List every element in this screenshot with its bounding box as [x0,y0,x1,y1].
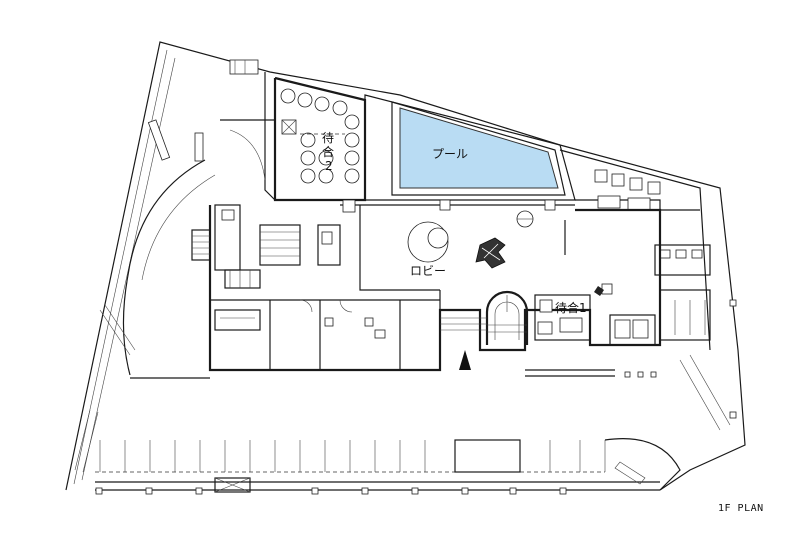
label-waiting-2-b: 合 [322,144,334,159]
waiting-room-1 [534,286,604,341]
label-waiting-1: 待合1 [555,300,587,315]
spiral-stair [440,290,529,345]
top-left-service [220,59,276,201]
label-pool: プール [432,147,468,161]
parking-area [95,299,737,495]
lower-rooms [210,299,440,370]
parking-stall-lines [99,440,606,472]
tree-symbol [475,237,506,269]
label-waiting-2-c: 2 [325,159,333,173]
entrance-arrow-icon [459,350,471,370]
waiting-room-2 [273,76,367,202]
label-waiting-2-a: 待 [322,131,334,145]
lobby-furniture [407,210,534,269]
right-wing [559,149,711,351]
exterior-canopy [130,369,657,379]
waiting-chairs [280,88,360,184]
left-service-blocks [191,204,341,289]
label-lobby: ロビー [410,264,446,278]
bollards [95,299,737,495]
driveway-ramp [604,354,731,491]
landscape-curves [74,119,216,473]
pool-area [364,94,576,201]
main-building [208,199,662,372]
pool [399,107,559,189]
plan-title: 1F PLAN [718,503,764,514]
